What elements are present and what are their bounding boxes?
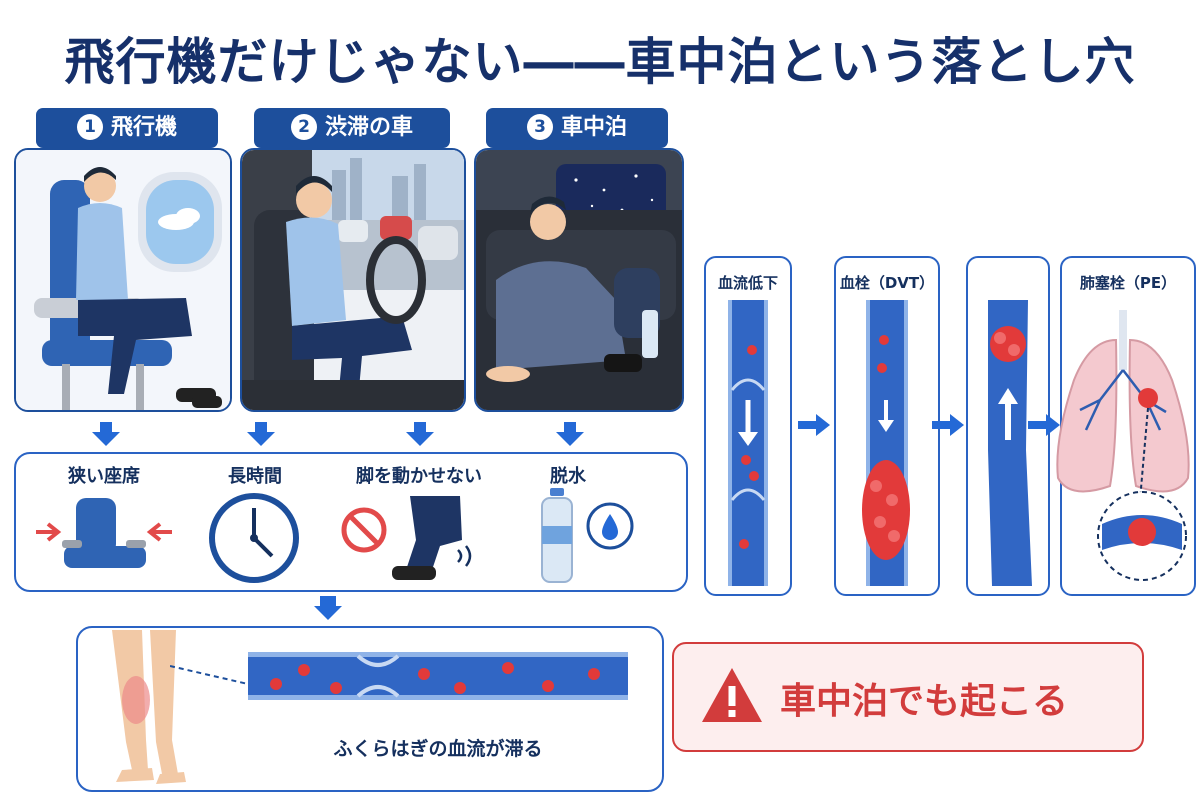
passenger-head-icon [84, 170, 116, 202]
tag-airplane: 1 飛行機 [36, 108, 218, 148]
tag-label: 車中泊 [560, 115, 627, 140]
warning-text: 車中泊でも起こる [780, 681, 1069, 722]
sleeper-head-icon [530, 204, 566, 240]
risk-factors-panel [14, 452, 688, 592]
traffic-car-icon [338, 220, 368, 242]
vein-dvt-icon [862, 300, 910, 586]
flashlight-icon [604, 354, 642, 372]
tag-label: 渋滞の車 [324, 115, 413, 140]
down-arrow-icon [406, 432, 434, 446]
vein-slow-flow-icon [728, 300, 768, 586]
down-arrow-icon [314, 606, 342, 620]
traffic-car-illustration [242, 150, 464, 410]
steering-wheel-icon [366, 236, 426, 324]
tag-number: 3 [526, 114, 553, 140]
down-arrow-icon [738, 432, 758, 446]
water-bottle-icon [642, 310, 658, 358]
factor-label-dehydration: 脱水 [550, 466, 586, 487]
right-arrow-icon [932, 414, 964, 436]
right-arrow-icon [1028, 414, 1060, 436]
blood-clot-icon [862, 460, 910, 560]
tag-traffic-car: 2 渋滞の車 [254, 108, 450, 148]
blood-cell-icon [418, 668, 430, 680]
blood-clot-icon [1138, 388, 1158, 408]
immobile-legs-icon [341, 496, 472, 580]
airplane-scene [14, 148, 232, 412]
down-arrow-icon [556, 432, 584, 446]
blood-clot-icon [1128, 518, 1156, 546]
blood-clot-icon [990, 326, 1026, 362]
right-arrow-icon [798, 414, 830, 436]
tag-number: 2 [290, 114, 317, 140]
blood-cell-icon [502, 662, 514, 674]
factor-label-immobile-legs: 脚を動かせない [356, 466, 482, 487]
vein-icon [248, 652, 628, 700]
blood-cell-icon [454, 682, 466, 694]
tag-label: 飛行機 [110, 115, 177, 140]
vein-valve-icon [356, 654, 400, 698]
warning-icon [702, 668, 762, 722]
calf-caption: ふくらはぎの血流が滞る [333, 738, 543, 760]
water-drop-icon [602, 514, 618, 540]
blood-cell-icon [542, 680, 554, 692]
driver-head-icon [296, 182, 332, 218]
car-sleeping-illustration [476, 150, 682, 410]
lungs-icon [1056, 310, 1190, 581]
blood-cell-icon [298, 664, 310, 676]
airplane-illustration [16, 150, 230, 410]
traffic-car-scene [240, 148, 466, 412]
down-arrow-icon [247, 432, 275, 446]
vein-embolus-icon [988, 300, 1032, 586]
tag-car-sleeping: 3 車中泊 [486, 108, 668, 148]
down-arrow-icon [92, 432, 120, 446]
dehydration-icon [541, 488, 634, 583]
blood-cell-icon [270, 678, 282, 690]
stage-label: 肺塞栓（PE） [1079, 274, 1177, 292]
narrow-seat-icon [36, 498, 172, 568]
page-title: 飛行機だけじゃない――車中泊という落とし穴 [64, 33, 1136, 91]
traffic-car-icon [418, 226, 458, 260]
legs-icon [112, 630, 186, 784]
clock-icon [209, 493, 299, 583]
night-window-icon [556, 164, 666, 220]
factor-label-narrow-seat: 狭い座席 [68, 466, 140, 487]
stage-label: 血流低下 [717, 274, 778, 292]
tag-number: 1 [76, 114, 103, 140]
traffic-car-icon [380, 216, 412, 240]
blood-cell-icon [330, 682, 342, 694]
blanket-icon [496, 261, 626, 370]
blood-cell-icon [588, 668, 600, 680]
factor-label-long-duration: 長時間 [228, 466, 282, 487]
down-arrow-icon [878, 420, 894, 432]
stage-label: 血栓（DVT） [839, 274, 935, 292]
warning-banner [672, 642, 1144, 752]
bottle-cap-icon [550, 488, 564, 496]
car-sleeping-scene [474, 148, 684, 412]
prohibited-icon [341, 507, 387, 553]
up-arrow-icon [998, 388, 1018, 404]
